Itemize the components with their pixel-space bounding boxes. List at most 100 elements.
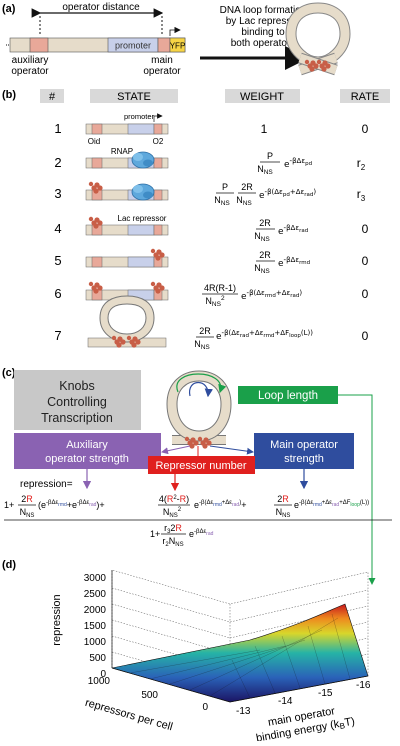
panel-a: (a) operator distance promoter YFP auxil… <box>2 2 351 77</box>
row-4-lac: Lac repressor <box>118 214 167 223</box>
row-6-den-sub: NS <box>212 301 222 308</box>
x-axis-label: repressors per cell <box>84 697 174 733</box>
row-4-exp: -βΔε <box>284 224 300 232</box>
panel-d: (d) repression 3000 2500 2000 1500 1000 … <box>2 559 371 745</box>
row-6-exp: -β(Δε <box>247 289 266 297</box>
x-tick-1000: 1000 <box>88 676 111 687</box>
loop-text-3: binding to <box>241 27 285 38</box>
z-tick-2500: 2500 <box>84 589 107 600</box>
row-1-oid: Oid <box>88 137 100 146</box>
row-5-den: N <box>254 263 261 273</box>
svg-text:r3: r3 <box>357 187 366 203</box>
transcription-start-arrow <box>169 26 181 36</box>
row-3-den-a-sub: NS <box>221 200 231 207</box>
row-4-weight-num: 2R <box>259 218 271 228</box>
svg-text:1+: 1+ <box>150 529 160 539</box>
row-6-weight-num: 4R(R-1) <box>204 283 236 293</box>
state-row-2: 2 RNAP P NNS e-βΔεpd r2 <box>54 147 365 176</box>
svg-text:NNS: NNS <box>257 164 273 176</box>
row-6-den-sup: 2 <box>221 295 225 302</box>
aux-strength-box <box>14 433 161 469</box>
svg-text:r32R: r32R <box>164 523 182 535</box>
aux-strength-2: operator strength <box>45 453 129 465</box>
svg-text:r2NNS: r2NNS <box>162 536 183 548</box>
knobs-line-2: Controlling <box>47 395 107 409</box>
row-1-num: 1 <box>54 121 61 136</box>
loop-length-box <box>238 386 338 404</box>
panel-c: (c) Knobs Controlling Transcription Loop… <box>2 367 392 585</box>
state-row-4: 4 Lac repressor 2R NNS e-βΔεrad 0 <box>54 214 368 243</box>
row-4-exp-sub: rad <box>299 228 308 234</box>
svg-text:e-βΔεrad: e-βΔεrad <box>278 224 308 237</box>
promoter-label: promoter <box>115 41 151 51</box>
y-axis-label-sub: B <box>339 721 346 731</box>
panel-b-label: (b) <box>2 89 16 101</box>
row-3-exp-end: ) <box>313 188 316 196</box>
row-3-exp: -β(Δε <box>265 188 284 196</box>
row-2-rate: r <box>357 156 361 170</box>
svg-text:NNS2: NNS2 <box>205 295 225 308</box>
row-1-promoter: promoter <box>124 112 155 121</box>
svg-text:NNS: NNS <box>254 263 270 275</box>
header-state-bg <box>90 89 178 103</box>
main-operator-box <box>157 37 171 53</box>
repressor-number-box <box>148 456 255 474</box>
yfp-box <box>169 37 186 53</box>
row-3-rate: r <box>357 187 361 201</box>
header-state: STATE <box>117 91 151 103</box>
aux-strength-1: Auxiliary <box>66 439 108 451</box>
header-weight: WEIGHT <box>240 91 284 103</box>
row-1-rate: 0 <box>362 122 369 136</box>
z-axis-label: repression <box>51 594 63 645</box>
row-6-exp-end: ) <box>299 289 302 297</box>
yfp-label: YFP <box>170 42 186 51</box>
row-7-exp-s3: loop <box>289 333 301 339</box>
row-3-exp-s2: rad <box>304 192 313 198</box>
loop-text-2: by Lac repressor <box>226 16 301 27</box>
repression-label: repression= <box>20 479 73 490</box>
row-5-num: 5 <box>54 253 61 268</box>
row-7-exp: -β(Δε <box>222 329 241 337</box>
knobs-box <box>14 370 141 430</box>
svg-text:e-β(Δεrmd+Δεrad+ΔFloop(L)): e-β(Δεrmd+Δεrad+ΔFloop(L)) <box>294 500 369 510</box>
row-5-den-sub: NS <box>261 268 271 275</box>
panel-d-label: (d) <box>2 559 16 571</box>
row-7-exp-mid: +Δε <box>249 329 264 337</box>
main-strength-2: strength <box>284 453 324 465</box>
row-7-exp-end: (L)) <box>301 329 313 337</box>
row-2-weight-num: P <box>267 151 273 161</box>
row-4-rate: 0 <box>362 222 369 236</box>
row-7-exp-s1: rad <box>240 333 249 339</box>
state-row-6: 6 4R(R-1) NNS2 e-β(Δεrmd+Δεrad) 0 <box>54 281 369 308</box>
svg-text:e-β(Δεpd+Δεrad): e-β(Δεpd+Δεrad) <box>259 188 316 201</box>
row-6-num: 6 <box>54 286 61 301</box>
z-tick-3000: 3000 <box>84 573 107 584</box>
svg-text:r2: r2 <box>357 156 366 172</box>
surface-mesh <box>129 613 351 699</box>
header-num: # <box>49 91 56 103</box>
main-strength-1: Main operator <box>270 439 338 451</box>
row-6-rate: 0 <box>362 287 369 301</box>
y-tick-14: -14 <box>278 696 293 707</box>
loop-length-label: Loop length <box>258 390 318 402</box>
row-4-num: 4 <box>54 221 61 236</box>
row-3-den-a: N <box>214 195 221 205</box>
svg-text:NNS: NNS <box>236 195 252 207</box>
row-2-den-sub: NS <box>264 169 274 176</box>
repression-formula: 1+ 2R NNS (e-βΔεrmd+e-βΔεrad)+ 4(R2-R) N… <box>4 494 392 548</box>
header-rate: RATE <box>351 91 380 103</box>
header-weight-bg <box>225 89 300 103</box>
row-1-weight: 1 <box>261 122 268 136</box>
svg-text:e-β(Δεrmd+Δεrad)+: e-β(Δεrmd+Δεrad)+ <box>194 500 246 510</box>
row-3-num: 3 <box>54 186 61 201</box>
loop-text-4: both operators <box>231 38 296 49</box>
row-1-o2: O2 <box>153 137 164 146</box>
row-3-exp-mid: +Δε <box>290 188 305 196</box>
panel-c-label: (c) <box>2 367 16 379</box>
row-7-exp-s2: rmd <box>263 333 274 339</box>
y-tick-15: -15 <box>318 688 333 699</box>
state-row-1: 1 promoter Oid O2 1 0 <box>54 112 368 146</box>
z-tick-500: 500 <box>89 653 106 664</box>
